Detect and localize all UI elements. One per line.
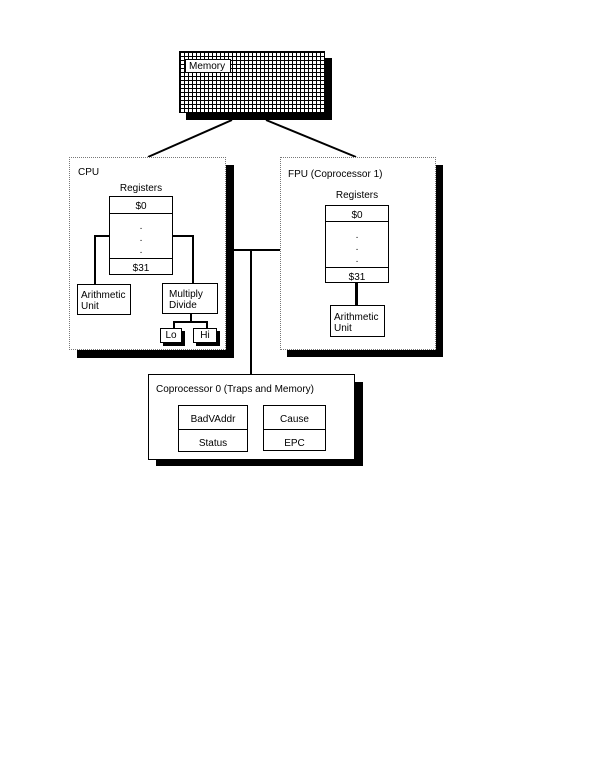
fpu-arithmetic-unit: Arithmetic Unit xyxy=(330,305,385,337)
fpu-register-last: $31 xyxy=(348,272,366,283)
memory-fpu-wire xyxy=(265,119,357,158)
memory-label-box: Memory xyxy=(185,59,231,73)
fpu-block: FPU (Coprocessor 1) Registers $0 · · · $… xyxy=(280,157,436,350)
status-register: Status xyxy=(198,438,228,449)
cpu-regs-alu-wire-v xyxy=(94,235,96,286)
fpu-arithmetic-label: Arithmetic Unit xyxy=(334,312,379,334)
memory-block: Memory xyxy=(179,51,325,113)
fpu-title: FPU (Coprocessor 1) xyxy=(288,169,383,180)
fpu-register-dots-2: · xyxy=(355,244,359,255)
cpu-regs-muldiv-wire-v xyxy=(192,235,194,283)
epc-register: EPC xyxy=(284,438,305,449)
cop0-title: Coprocessor 0 (Traps and Memory) xyxy=(156,384,315,395)
cpu-block: CPU Registers $0 · · · $31 Arithmetic Un… xyxy=(69,157,226,350)
cpu-arithmetic-label: Arithmetic Unit xyxy=(81,290,126,312)
cpu-registers-label: Registers xyxy=(119,183,163,194)
cause-register: Cause xyxy=(280,414,309,425)
cpu-muldiv-label: Multiply Divide xyxy=(169,289,203,311)
cpu-hi-register: Hi xyxy=(193,328,217,343)
cop0-left-register-group: BadVAddr Status xyxy=(178,405,248,452)
cpu-register-last: $31 xyxy=(132,263,150,274)
fpu-register-divider-bottom xyxy=(326,267,388,268)
cop0-right-divider xyxy=(264,429,325,430)
memory-label: Memory xyxy=(189,61,226,72)
cop0-block: Coprocessor 0 (Traps and Memory) BadVAdd… xyxy=(148,374,355,460)
cpu-register-first: $0 xyxy=(135,201,147,212)
memory-cpu-wire xyxy=(147,119,233,158)
cop0-left-divider xyxy=(179,429,247,430)
fpu-register-dots-1: · xyxy=(355,232,359,243)
cpu-regs-alu-wire-h xyxy=(94,235,109,237)
cpu-regs-muldiv-wire-h xyxy=(172,235,194,237)
cpu-multiply-divide-unit: Multiply Divide xyxy=(162,283,218,314)
cpu-lo-wire xyxy=(173,321,175,329)
fpu-register-first: $0 xyxy=(351,210,363,221)
cpu-muldiv-lohi-wire-h xyxy=(173,321,208,323)
badvaddr-register: BadVAddr xyxy=(190,414,236,425)
fpu-register-file: $0 · · · $31 xyxy=(325,205,389,283)
cpu-register-dots-3: · xyxy=(139,247,143,258)
cpu-register-file: $0 · · · $31 xyxy=(109,196,173,275)
cpu-register-dots-1: · xyxy=(139,223,143,234)
cpu-title: CPU xyxy=(78,167,100,178)
cpu-register-dots-2: · xyxy=(139,235,143,246)
cpu-hi-label: Hi xyxy=(200,330,210,341)
cpu-hi-wire xyxy=(206,321,208,329)
fpu-register-dots-3: · xyxy=(355,256,359,267)
cpu-arithmetic-unit: Arithmetic Unit xyxy=(77,284,131,315)
cpu-muldiv-lohi-wire-v xyxy=(190,314,192,322)
fpu-regs-alu-wire xyxy=(355,283,358,305)
fpu-register-divider-top xyxy=(326,221,388,222)
fpu-registers-label: Registers xyxy=(335,190,379,201)
cpu-lo-register: Lo xyxy=(160,328,182,343)
cpu-register-divider-bottom xyxy=(110,258,172,259)
cpu-lo-label: Lo xyxy=(165,330,177,341)
cpu-register-divider-top xyxy=(110,213,172,214)
cop0-right-register-group: Cause EPC xyxy=(263,405,326,451)
